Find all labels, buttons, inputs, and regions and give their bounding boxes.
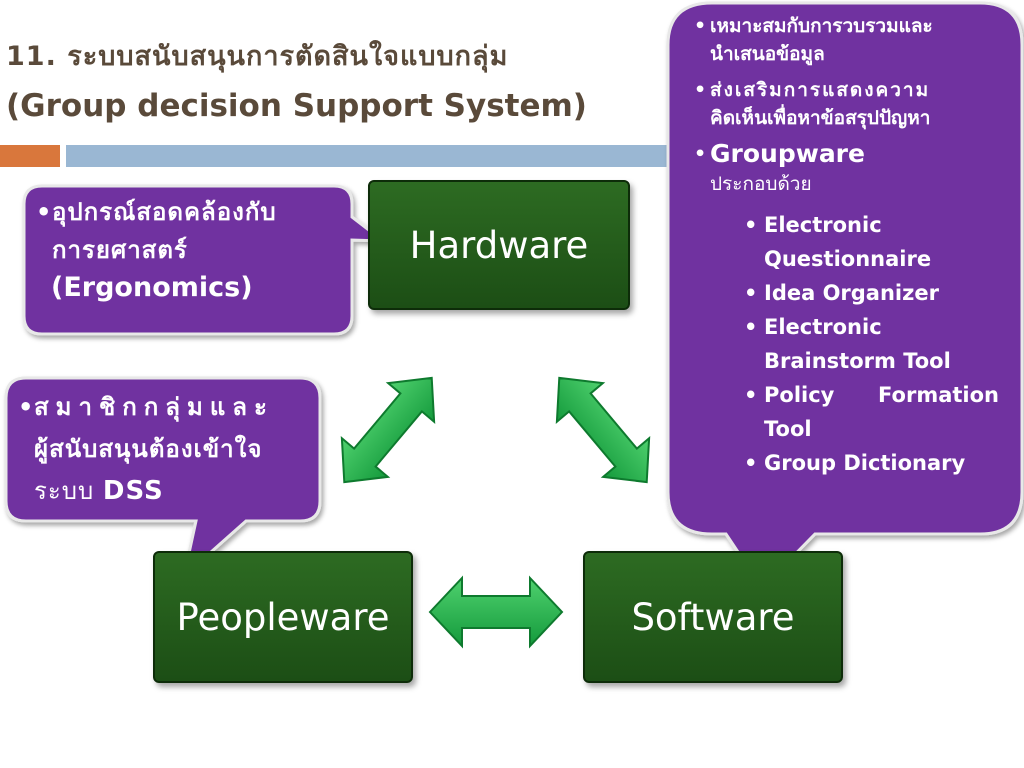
groupware-bullet-3: Groupware ประกอบด้วย Electronic Question… — [694, 139, 999, 481]
ergonomics-bullet: อุปกรณ์สอดคล้องกับ การยศาสตร์ — [36, 193, 346, 269]
accent-bar-orange — [0, 145, 60, 167]
ergonomics-line3: (Ergonomics) — [51, 272, 253, 303]
groupware-b2-line2: คิดเห็นเพื่อหาข้อสรุปปัญหา — [710, 107, 931, 129]
tool-electronic-brainstorm: Electronic Brainstorm Tool — [744, 310, 999, 378]
members-line3-dss: DSS — [102, 476, 164, 506]
accent-bar-blue — [66, 145, 696, 167]
groupware-b2-line1: ส่งเสริมการแสดงความ — [710, 79, 931, 101]
groupware-b1-line1: เหมาะสมกับการวบรวมและ — [710, 15, 933, 37]
members-line1: สมาชิกกลุ่มและ — [34, 393, 274, 421]
groupware-b3-sub: ประกอบด้วย — [710, 173, 812, 195]
callout-groupware: เหมาะสมกับการวบรวมและ นำเสนอข้อมูล ส่งเส… — [694, 12, 999, 488]
tool-3-line2: Brainstorm Tool — [764, 349, 951, 373]
ergonomics-line1: อุปกรณ์สอดคล้องกับ — [52, 198, 277, 226]
callout-members: สมาชิกกลุ่มและ ผู้สนับสนุนต้องเข้าใจ ระบ… — [18, 386, 308, 512]
tool-electronic-questionnaire: Electronic Questionnaire — [744, 208, 999, 276]
groupware-bullet-1: เหมาะสมกับการวบรวมและ นำเสนอข้อมูล — [694, 12, 999, 68]
software-label: Software — [631, 595, 795, 639]
groupware-bullet-2: ส่งเสริมการแสดงความ คิดเห็นเพื่อหาข้อสรุ… — [694, 76, 999, 132]
tool-3-line1: Electronic — [764, 315, 882, 339]
peopleware-label: Peopleware — [176, 595, 390, 639]
callout-ergonomics: อุปกรณ์สอดคล้องกับ การยศาสตร์ (Ergonomic… — [36, 193, 346, 307]
double-arrow-hardware-peopleware — [340, 376, 436, 484]
tool-1-line2: Questionnaire — [764, 247, 932, 271]
ergonomics-line2: การยศาสตร์ — [52, 236, 188, 264]
tool-5-label: Group Dictionary — [764, 451, 966, 475]
tool-2-label: Idea Organizer — [764, 281, 939, 305]
tool-policy-formation: Policy Formation Tool — [744, 378, 999, 446]
hardware-label: Hardware — [409, 223, 589, 267]
tool-4-row: Policy Formation — [764, 378, 999, 412]
double-arrow-hardware-software — [555, 376, 651, 484]
page-title-thai: 11. ระบบสนับสนุนการตัดสินใจแบบกลุ่ม — [6, 41, 509, 72]
page-title-english: (Group decision Support System) — [6, 88, 587, 124]
tool-4-word2: Formation — [878, 383, 999, 407]
members-line3-prefix: ระบบ — [34, 477, 103, 505]
tool-group-dictionary: Group Dictionary — [744, 446, 999, 480]
peopleware-box: Peopleware — [153, 551, 413, 683]
software-box: Software — [583, 551, 843, 683]
tool-1-line1: Electronic — [764, 213, 882, 237]
tool-4-word3: Tool — [764, 417, 812, 441]
groupware-b3-title: Groupware — [710, 139, 865, 168]
groupware-b1-line2: นำเสนอข้อมูล — [710, 43, 825, 65]
tool-4-word1: Policy — [764, 383, 835, 407]
members-line2: ผู้สนับสนุนต้องเข้าใจ — [34, 435, 263, 463]
hardware-box: Hardware — [368, 180, 630, 310]
double-arrow-peopleware-software — [428, 575, 564, 649]
groupware-tools-list: Electronic Questionnaire Idea Organizer … — [744, 208, 999, 480]
members-bullet: สมาชิกกลุ่มและ ผู้สนับสนุนต้องเข้าใจ ระบ… — [18, 386, 308, 512]
tool-idea-organizer: Idea Organizer — [744, 276, 999, 310]
